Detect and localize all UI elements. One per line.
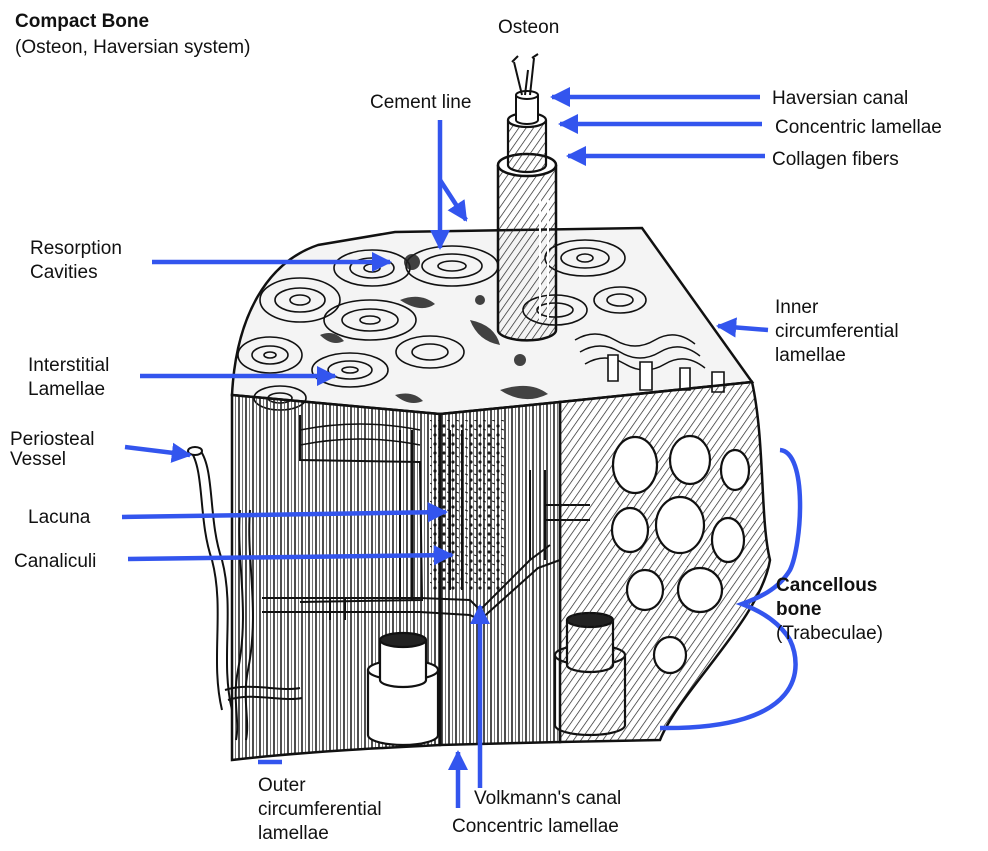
- label-lacuna: Lacuna: [28, 506, 90, 530]
- label-haversian-canal: Haversian canal: [772, 87, 908, 111]
- label-cement-line: Cement line: [370, 91, 471, 115]
- label-periosteal-vessel: Periosteal Vessel: [10, 428, 95, 472]
- right-face-cancellous: [560, 382, 770, 742]
- label-canaliculi: Canaliculi: [14, 550, 96, 574]
- cancellous-line-3: (Trabeculae): [776, 622, 883, 646]
- label-outer-circumferential-lamellae: Outer circumferential lamellae: [258, 774, 382, 846]
- label-collagen-fibers: Collagen fibers: [772, 148, 899, 172]
- interstitial-line-1: Interstitial: [28, 354, 109, 378]
- resorption-line-2: Cavities: [30, 261, 122, 285]
- outer-circ-line-2: circumferential: [258, 798, 382, 822]
- label-cancellous-bone: Cancellous bone (Trabeculae): [776, 574, 883, 646]
- label-volkmanns-canal: Volkmann's canal: [474, 787, 621, 811]
- outer-circ-line-1: Outer: [258, 774, 382, 798]
- label-concentric-lamellae-bottom: Concentric lamellae: [452, 815, 619, 839]
- inner-circ-line-3: lamellae: [775, 344, 899, 368]
- arrow-inner-circumferential: [718, 326, 768, 330]
- outer-circ-line-3: lamellae: [258, 822, 382, 846]
- label-resorption-cavities: Resorption Cavities: [30, 237, 122, 285]
- inner-circ-line-2: circumferential: [775, 320, 899, 344]
- label-inner-circumferential-lamellae: Inner circumferential lamellae: [775, 296, 899, 368]
- inner-circ-line-1: Inner: [775, 296, 899, 320]
- title-line-1: Compact Bone: [15, 10, 149, 34]
- label-osteon: Osteon: [498, 16, 559, 40]
- label-concentric-lamellae-top: Concentric lamellae: [775, 116, 942, 140]
- arrow-cement-line-2: [440, 180, 466, 220]
- interstitial-line-2: Lamellae: [28, 378, 109, 402]
- resorption-line-1: Resorption: [30, 237, 122, 261]
- top-surface: [232, 228, 752, 414]
- osteon-cylinder: [498, 54, 556, 340]
- label-interstitial-lamellae: Interstitial Lamellae: [28, 354, 109, 402]
- cancellous-line-1: Cancellous: [776, 574, 883, 598]
- arrow-periosteal-vessel: [125, 447, 190, 455]
- title-line-2: (Osteon, Haversian system): [15, 36, 250, 60]
- cancellous-line-2: bone: [776, 598, 883, 622]
